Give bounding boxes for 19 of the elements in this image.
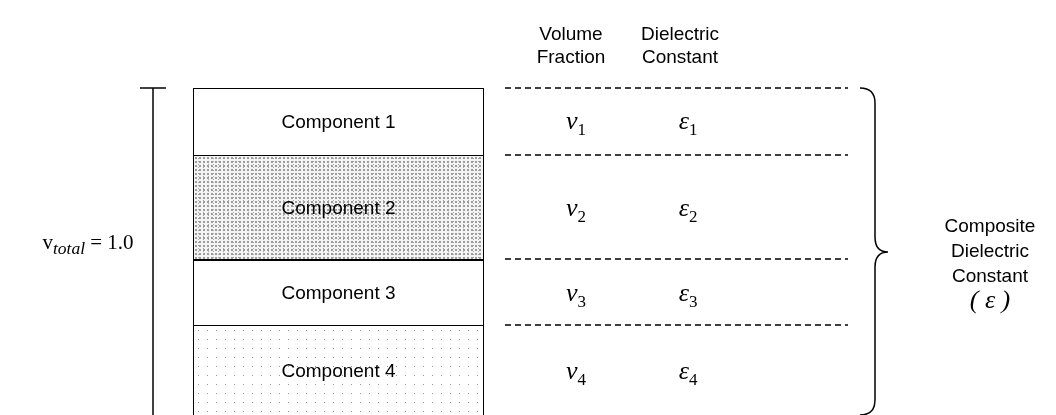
- column-heading: Dielectric Constant: [639, 22, 721, 68]
- volume-fraction-symbol: v$_{4}$: [564, 356, 587, 391]
- component-layer: [193, 155, 484, 261]
- dielectric-constant-symbol: ε$_{3}$: [677, 278, 699, 313]
- volume-fraction-symbol: v$_{1}$: [564, 106, 587, 141]
- volume-fraction-symbol: v$_{2}$: [564, 193, 587, 228]
- dielectric-constant-symbol: ε$_{1}$: [677, 106, 699, 141]
- component-name: Component 3: [281, 281, 396, 304]
- component-name: Component 1: [281, 111, 396, 134]
- component-name: Component 2: [281, 196, 396, 219]
- component-layer: [193, 325, 484, 415]
- dielectric-constant-symbol: ε$_{2}$: [677, 193, 699, 228]
- component-name: Component 4: [281, 360, 396, 383]
- composite-label: Composite Dielectric Constant: [943, 213, 1037, 288]
- dielectric-constant-symbol: ε$_{4}$: [677, 356, 699, 391]
- total-volume-label: v$_{total}$ = 1.0: [41, 229, 135, 259]
- composite-symbol: ( ε ): [968, 285, 1012, 315]
- column-heading: Volume Fraction: [535, 22, 607, 68]
- volume-fraction-symbol: v$_{3}$: [564, 278, 587, 313]
